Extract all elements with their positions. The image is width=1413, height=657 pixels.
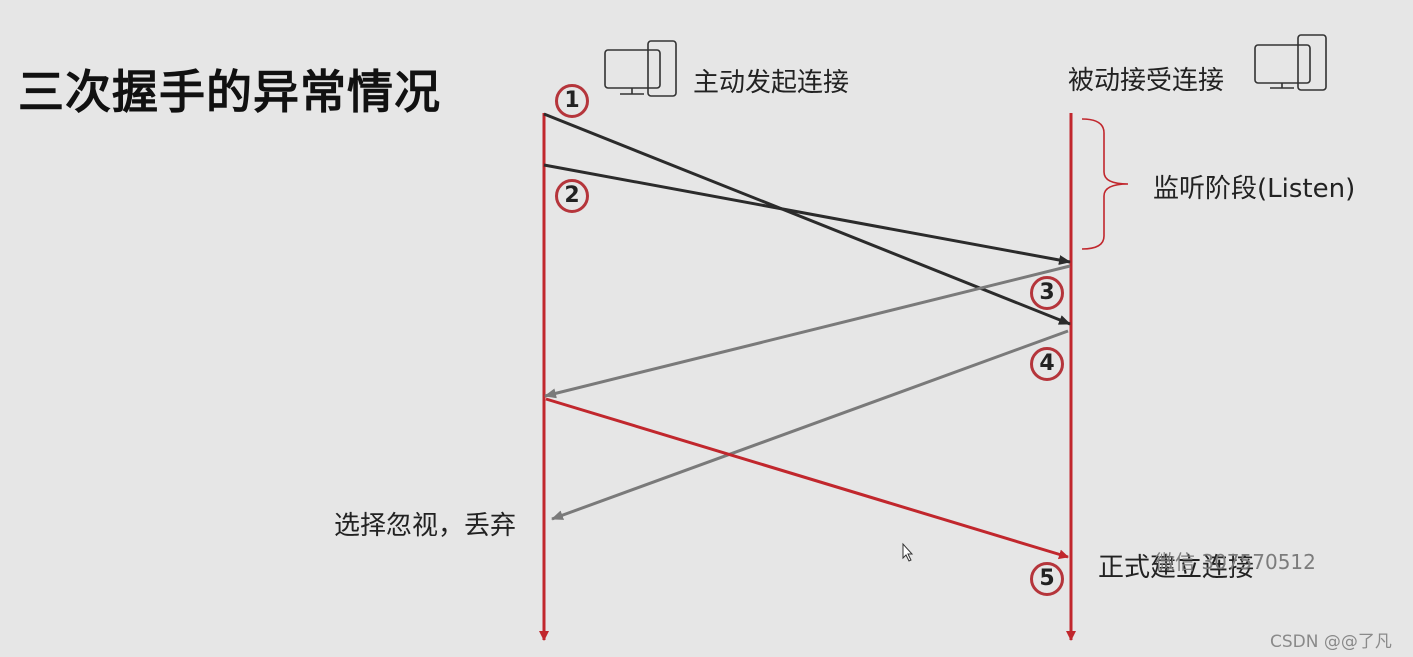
syn-ack-arrow-4: [551, 329, 1069, 521]
page-title: 三次握手的异常情况: [18, 65, 441, 119]
syn-arrow-1: [543, 112, 1071, 326]
listen-brace: [1081, 118, 1129, 250]
syn-arrow-2: [543, 163, 1071, 265]
syn-ack-arrow-3: [544, 264, 1071, 399]
step-marker-3: 3: [1030, 276, 1064, 310]
watermark-contact: 微信 307570512: [1155, 550, 1316, 574]
step-marker-2: 2: [555, 179, 589, 213]
watermark-csdn: CSDN @@了凡: [1270, 632, 1392, 652]
ack-arrow-5: [545, 397, 1069, 560]
step-marker-1: 1: [555, 84, 589, 118]
mouse-cursor-icon: [902, 542, 914, 562]
step-marker-4: 4: [1030, 347, 1064, 381]
client-label: 主动发起连接: [693, 68, 850, 98]
step-marker-5: 5: [1030, 562, 1064, 596]
connection-established-label: 正式建立连接: [1098, 553, 1255, 583]
listen-phase-label: 监听阶段(Listen): [1153, 174, 1356, 204]
client-computer-icon: [604, 40, 677, 97]
server-computer-icon: [1254, 34, 1327, 91]
server-label: 被动接受连接: [1068, 66, 1225, 96]
ignore-discard-label: 选择忽视，丢弃: [334, 511, 517, 541]
